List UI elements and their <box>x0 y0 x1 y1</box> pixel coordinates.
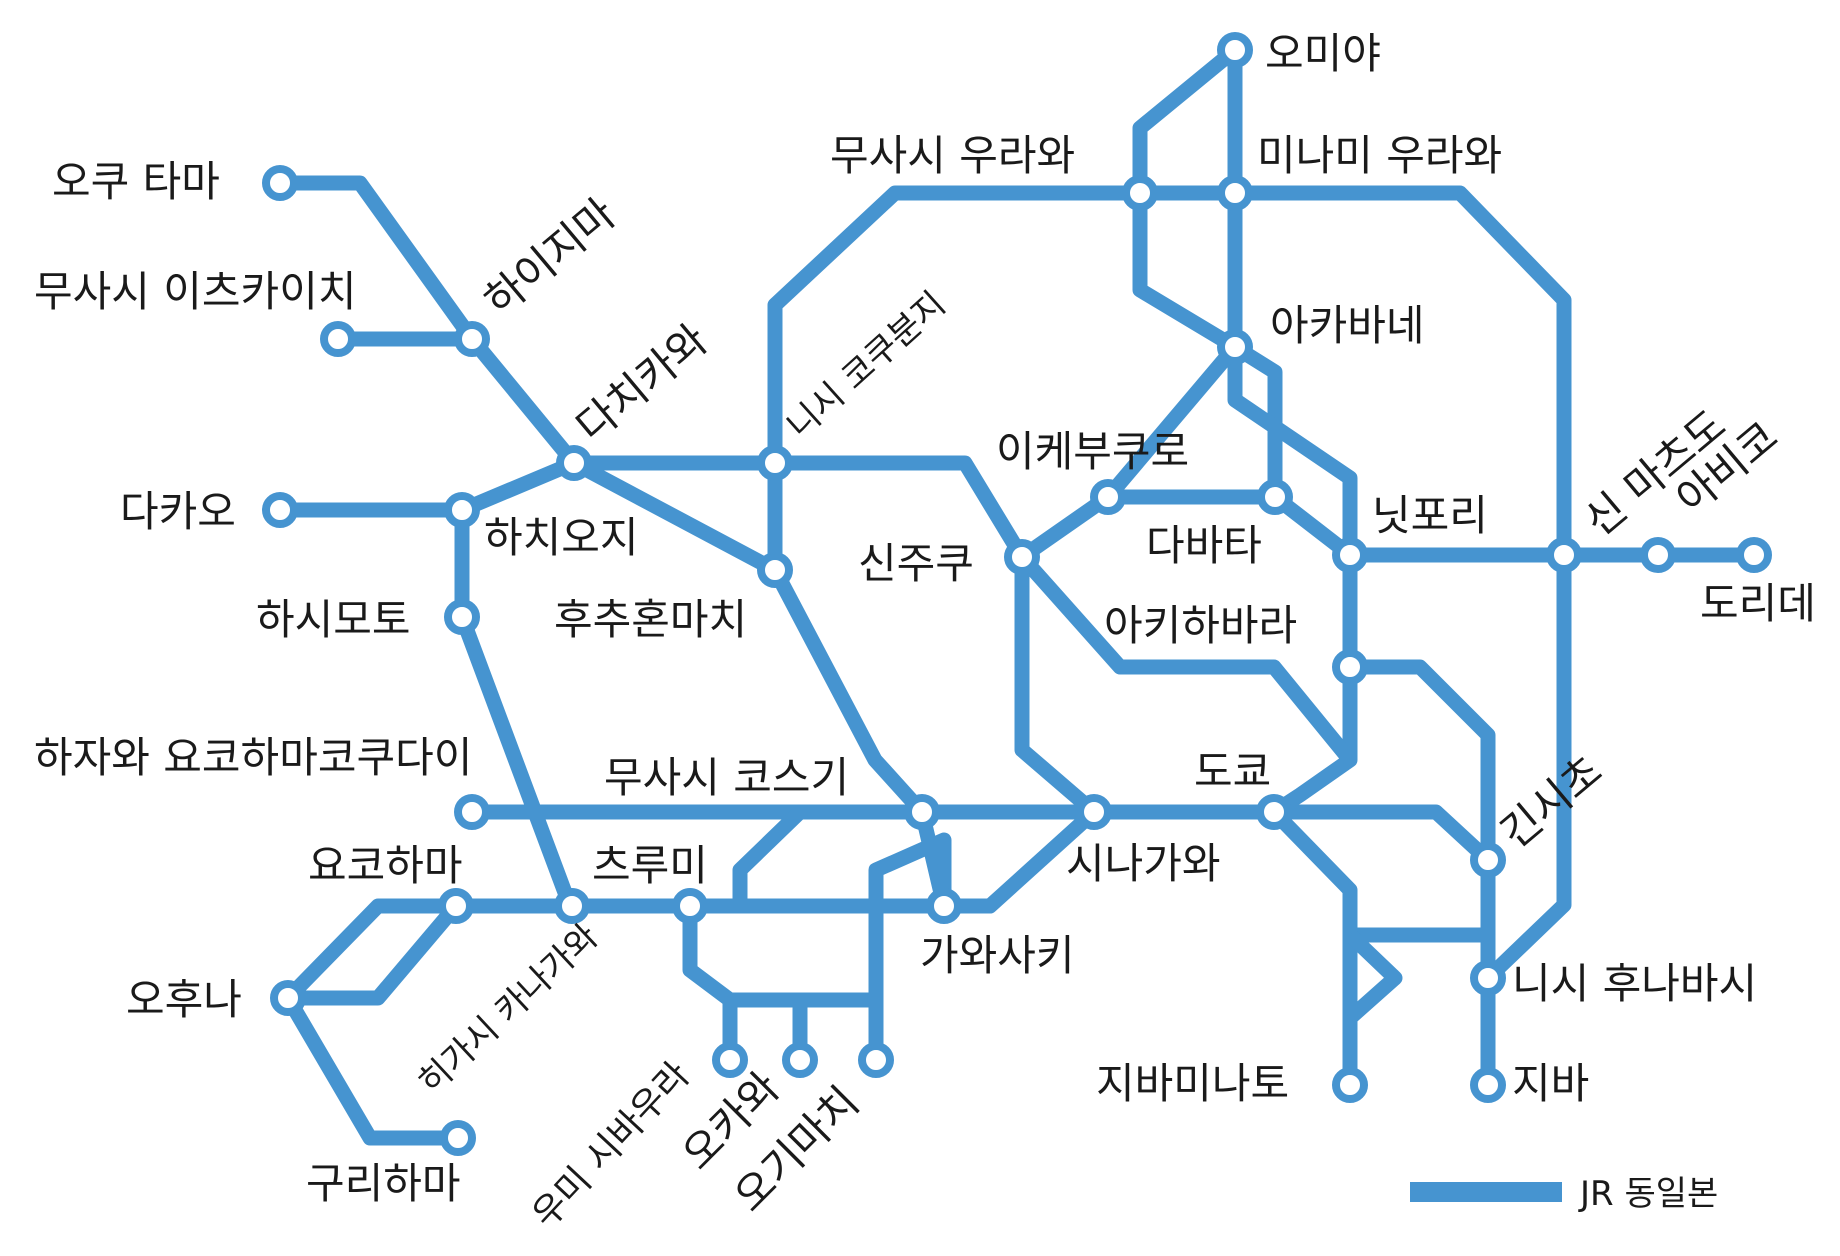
station-akihabara[interactable] <box>1332 649 1368 685</box>
station-markers <box>262 32 1772 1156</box>
label-musashi-kosugi: 무사시 코스기 <box>604 753 849 802</box>
station-higashi-kanagawa[interactable] <box>554 888 590 924</box>
track-segment-6 <box>767 185 1572 984</box>
station-nishi-funabashi[interactable] <box>1470 960 1506 996</box>
station-minami-urawa[interactable] <box>1217 175 1253 211</box>
label-toride: 도리데 <box>1700 579 1816 628</box>
station-nishi-kokubunji[interactable] <box>757 445 793 481</box>
label-hazawa: 하자와 요코하마코쿠다이 <box>34 733 472 782</box>
label-tabata: 다바타 <box>1146 521 1262 570</box>
station-akabane[interactable] <box>1217 329 1253 365</box>
station-tabata[interactable] <box>1257 479 1293 515</box>
label-akabane: 아카바네 <box>1270 301 1425 350</box>
station-hachioji[interactable] <box>444 492 480 528</box>
label-fuchu-honmachi: 후추혼마치 <box>554 595 747 644</box>
station-toride[interactable] <box>1736 537 1772 573</box>
station-musashi-kosugi[interactable] <box>904 794 940 830</box>
label-tokyo: 도쿄 <box>1194 747 1271 796</box>
station-haijima[interactable] <box>454 321 490 357</box>
station-ogimachi[interactable] <box>858 1042 894 1078</box>
label-minami-urawa: 미나미 우라와 <box>1257 131 1502 180</box>
track-segment-15 <box>288 901 462 1006</box>
station-shin-matsudo[interactable] <box>1546 537 1582 573</box>
station-yokohama[interactable] <box>438 888 474 924</box>
station-kinshicho[interactable] <box>1470 842 1506 878</box>
label-hachioji: 하치오지 <box>484 513 639 562</box>
label-hashimoto: 하시모토 <box>256 595 411 644</box>
station-hashimoto[interactable] <box>444 599 480 635</box>
label-nishi-funabashi: 니시 후나바시 <box>1512 959 1757 1008</box>
station-omiya[interactable] <box>1217 32 1253 68</box>
station-shinagawa[interactable] <box>1076 794 1112 830</box>
track-segment-13 <box>1350 659 1496 860</box>
station-okutama[interactable] <box>262 165 298 201</box>
station-tachikawa[interactable] <box>556 445 592 481</box>
label-kinshicho: 긴시초 <box>1491 746 1611 858</box>
label-shinagawa: 시나가와 <box>1066 839 1221 888</box>
station-shibaminato[interactable] <box>1332 1067 1368 1103</box>
station-kurihama[interactable] <box>440 1120 476 1156</box>
station-kawasaki[interactable] <box>926 888 962 924</box>
track-segment-14 <box>282 804 1102 1004</box>
label-ofuna: 오후나 <box>126 975 242 1024</box>
label-omiya: 오미야 <box>1265 29 1381 78</box>
track-segment-20 <box>868 832 952 1000</box>
label-musashi-urawa: 무사시 우라와 <box>830 131 1075 180</box>
label-yokohama: 요코하마 <box>308 841 463 890</box>
station-ikebukuro[interactable] <box>1090 479 1126 515</box>
label-akihabara: 아키하바라 <box>1104 601 1297 650</box>
label-kurihama: 구리하마 <box>306 1159 461 1208</box>
station-hazawa[interactable] <box>454 794 490 830</box>
station-chiba[interactable] <box>1470 1067 1506 1103</box>
legend-swatch <box>1410 1182 1562 1202</box>
station-tsurumi[interactable] <box>672 888 708 924</box>
label-chiba: 지바 <box>1512 1059 1589 1108</box>
label-haijima: 하이지마 <box>475 189 625 326</box>
label-takao: 다카오 <box>120 487 236 536</box>
station-musashi-urawa[interactable] <box>1122 175 1158 211</box>
label-okutama: 오쿠 타마 <box>52 157 220 206</box>
label-tachikawa: 다치카와 <box>567 315 717 452</box>
label-tsurumi: 츠루미 <box>592 841 708 890</box>
label-nishi-kokubunji: 니시 코쿠분지 <box>779 284 953 447</box>
track-segment-17 <box>682 906 884 1060</box>
label-ikebukuro: 이케부쿠로 <box>996 427 1189 476</box>
station-shinjuku[interactable] <box>1004 539 1040 575</box>
label-shinjuku: 신주쿠 <box>858 539 974 588</box>
label-nippori: 닛포리 <box>1372 491 1488 540</box>
track-segment-5 <box>454 510 578 909</box>
station-abiko[interactable] <box>1640 537 1676 573</box>
track-segment-21 <box>732 804 922 906</box>
station-okawa[interactable] <box>782 1042 818 1078</box>
track-segment-24 <box>1344 929 1403 1024</box>
station-tokyo[interactable] <box>1256 794 1292 830</box>
label-musashi-itsukaichi: 무사시 이츠카이치 <box>34 267 356 316</box>
station-labels: 오미야 미나미 우라와 무사시 우라와 오쿠 타마 무사시 이츠카이치 하이지마… <box>34 29 1816 1236</box>
track-segment-7 <box>1132 44 1243 355</box>
station-umi-shibaura[interactable] <box>712 1042 748 1078</box>
track-segment-12 <box>1016 552 1356 765</box>
label-higashi-kanagawa: 히가시 카나가와 <box>411 917 606 1103</box>
station-musashi-itsukaichi[interactable] <box>320 321 356 357</box>
track-segment-9 <box>1227 347 1358 819</box>
station-ofuna[interactable] <box>270 980 306 1016</box>
legend-label: JR 동일본 <box>1578 1174 1718 1214</box>
station-nippori[interactable] <box>1332 537 1368 573</box>
station-fuchu-honmachi[interactable] <box>757 552 793 588</box>
legend: JR 동일본 <box>1410 1174 1718 1214</box>
label-kawasaki: 가와사키 <box>920 931 1075 980</box>
track-segment-16 <box>281 994 458 1146</box>
track-segment-10 <box>1102 342 1241 502</box>
track-segment-22 <box>1268 806 1358 1085</box>
track-segment-3 <box>280 456 577 518</box>
station-takao[interactable] <box>262 492 298 528</box>
label-shibaminato: 지바미나토 <box>1096 1059 1289 1108</box>
